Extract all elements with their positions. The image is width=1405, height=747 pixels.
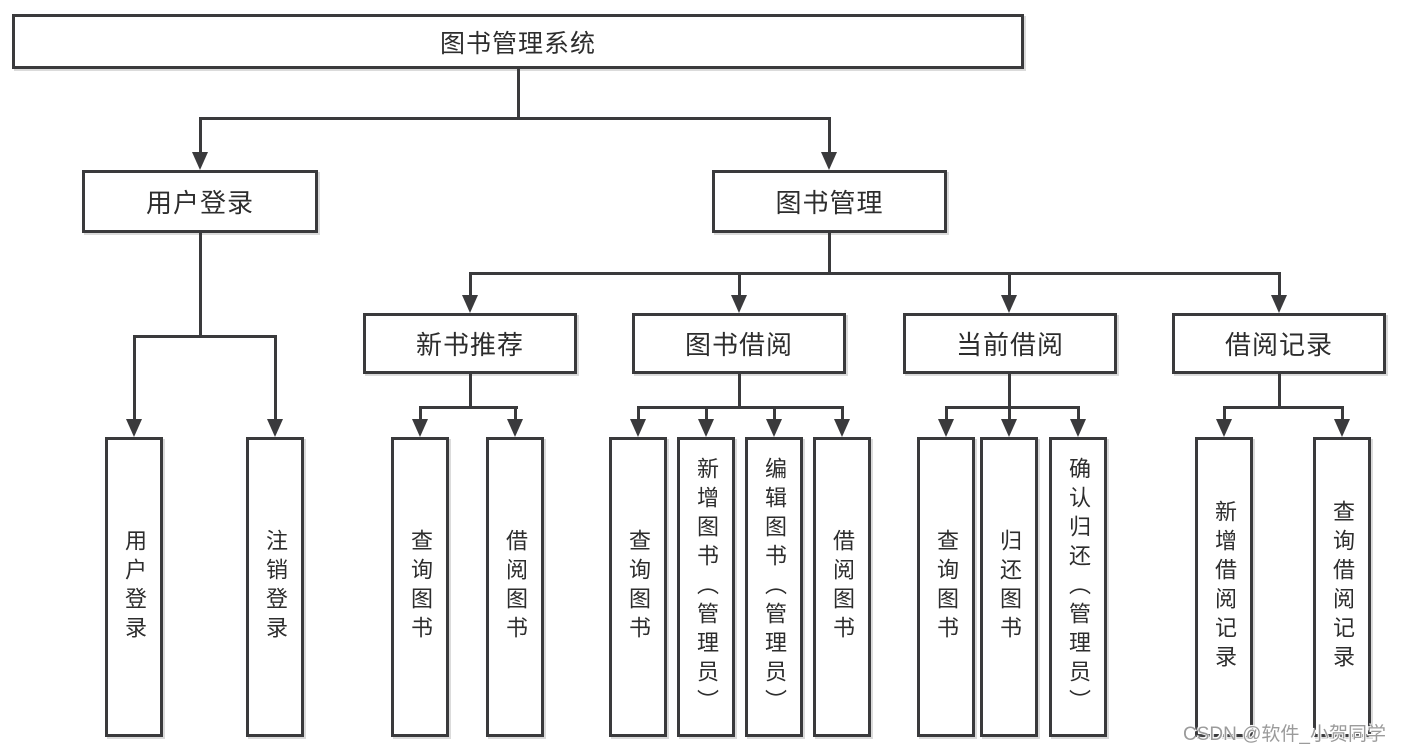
connector-branch	[945, 406, 1080, 409]
node-label: 图书管理系统	[439, 29, 596, 58]
node-label: 用户登录	[145, 188, 254, 218]
arrowhead-down-icon	[834, 419, 850, 437]
connector-drop	[274, 335, 277, 421]
node-library-management-system: 图书管理系统	[12, 14, 1024, 69]
leaf-user-login: 用户登录	[105, 437, 163, 737]
arrowhead-down-icon	[1001, 419, 1017, 437]
leaf-bb-query-books: 查询图书	[609, 437, 667, 737]
connector-drop	[773, 406, 776, 421]
node-label: 查询图书	[408, 529, 433, 645]
connector-drop	[1223, 406, 1226, 421]
node-label: 图书管理	[775, 188, 884, 218]
connector-drop	[419, 406, 422, 421]
arrowhead-down-icon	[630, 419, 646, 437]
leaf-bb-edit-books-admin: 编辑图书（管理员）	[745, 437, 803, 737]
leaf-cb-query-books: 查询图书	[917, 437, 975, 737]
connector-drop	[469, 272, 472, 297]
node-label: 注销登录	[263, 529, 288, 645]
connector-drop	[1008, 272, 1011, 297]
connector-branch	[469, 272, 1281, 275]
arrowhead-down-icon	[698, 419, 714, 437]
connector-drop	[637, 406, 640, 421]
connector-drop	[945, 406, 948, 421]
connector-drop	[828, 117, 831, 154]
node-label: 编辑图书（管理员）	[762, 456, 787, 718]
connector-stem	[1008, 374, 1011, 409]
connector-drop	[1341, 406, 1344, 421]
connector-branch	[133, 335, 276, 338]
node-label: 当前借阅	[955, 330, 1064, 360]
node-label: 新书推荐	[415, 330, 524, 360]
arrowhead-down-icon	[126, 419, 142, 437]
arrowhead-down-icon	[938, 419, 954, 437]
connector-drop	[1278, 272, 1281, 297]
arrowhead-down-icon	[192, 152, 208, 170]
node-new-book-recommendation: 新书推荐	[363, 313, 577, 374]
connector-drop	[1077, 406, 1080, 421]
node-label: 借阅图书	[830, 529, 855, 645]
leaf-bb-borrow-books: 借阅图书	[813, 437, 871, 737]
connector-drop	[738, 272, 741, 297]
arrowhead-down-icon	[1001, 295, 1017, 313]
arrowhead-down-icon	[766, 419, 782, 437]
node-label: 新增图书（管理员）	[694, 456, 719, 718]
connector-stem	[469, 374, 472, 409]
node-book-management: 图书管理	[712, 170, 947, 233]
connector-branch	[419, 406, 518, 409]
arrowhead-down-icon	[1070, 419, 1086, 437]
node-current-borrowing: 当前借阅	[903, 313, 1117, 374]
arrowhead-down-icon	[462, 295, 478, 313]
arrowhead-down-icon	[1216, 419, 1232, 437]
leaf-cb-return-books: 归还图书	[980, 437, 1038, 737]
leaf-nb-query-books: 查询图书	[391, 437, 449, 737]
connector-drop	[841, 406, 844, 421]
connector-drop	[199, 117, 202, 154]
connector-stem	[517, 69, 520, 119]
leaf-br-query-record: 查询借阅记录	[1313, 437, 1371, 737]
connector-branch	[199, 117, 831, 120]
node-label: 查询图书	[934, 529, 959, 645]
node-label: 新增借阅记录	[1212, 500, 1237, 674]
node-label: 借阅图书	[503, 529, 528, 645]
connector-drop	[514, 406, 517, 421]
arrowhead-down-icon	[412, 419, 428, 437]
connector-drop	[705, 406, 708, 421]
arrowhead-down-icon	[267, 419, 283, 437]
node-borrowing-records: 借阅记录	[1172, 313, 1386, 374]
connector-stem	[828, 233, 831, 275]
node-label: 借阅记录	[1224, 330, 1333, 360]
connector-stem	[199, 233, 202, 338]
connector-stem	[1278, 374, 1281, 409]
node-label: 查询借阅记录	[1330, 500, 1355, 674]
node-user-login: 用户登录	[82, 170, 318, 233]
leaf-cb-confirm-return-admin: 确认归还（管理员）	[1049, 437, 1107, 737]
leaf-nb-borrow-books: 借阅图书	[486, 437, 544, 737]
arrowhead-down-icon	[821, 152, 837, 170]
node-label: 图书借阅	[684, 330, 793, 360]
connector-stem	[738, 374, 741, 409]
leaf-bb-add-books-admin: 新增图书（管理员）	[677, 437, 735, 737]
node-label: 归还图书	[997, 529, 1022, 645]
node-label: 查询图书	[626, 529, 651, 645]
arrowhead-down-icon	[1271, 295, 1287, 313]
node-label: 确认归还（管理员）	[1066, 456, 1091, 718]
arrowhead-down-icon	[731, 295, 747, 313]
leaf-logout: 注销登录	[246, 437, 304, 737]
arrowhead-down-icon	[507, 419, 523, 437]
node-book-borrowing: 图书借阅	[632, 313, 846, 374]
csdn-watermark: CSDN @软件_小贺同学	[1183, 724, 1386, 745]
node-label: 用户登录	[122, 529, 147, 645]
connector-drop	[133, 335, 136, 421]
leaf-br-add-record: 新增借阅记录	[1195, 437, 1253, 737]
arrowhead-down-icon	[1334, 419, 1350, 437]
connector-branch	[1223, 406, 1344, 409]
connector-drop	[1008, 406, 1011, 421]
connector-branch	[637, 406, 844, 409]
